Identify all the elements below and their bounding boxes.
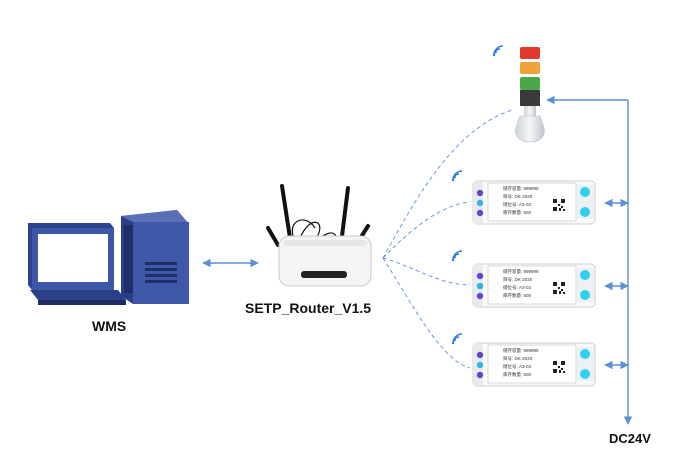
device-line: 储存容量: 999999 (503, 186, 539, 191)
computer-icon (28, 210, 189, 305)
tower-light-icon (515, 47, 545, 143)
router-label: SETP_Router_V1.5 (245, 300, 372, 316)
device-line: 储存容量: 999999 (503, 348, 539, 353)
shelf-label-device-icon (472, 180, 596, 225)
device-line: 储位号: A3-03 (503, 364, 532, 369)
wireless-links (382, 109, 513, 369)
device-line: 目号: DK-2020 (503, 277, 533, 282)
device-screen-text: 储存容量: 999999 目号: DK-2020 储位号: A3-03 库存数量… (503, 268, 539, 300)
shelf-label-device-icon (472, 342, 596, 387)
qr-code-icon (553, 199, 565, 211)
shelf-label-device-icon (472, 263, 596, 308)
qr-code-icon (553, 361, 565, 373)
device-screen-text: 储存容量: 999999 目号: DK-2020 储位号: A3-03 库存数量… (503, 347, 539, 379)
device-line: 库存数量: 500 (503, 293, 532, 298)
power-bus (546, 95, 633, 425)
wifi-icon (492, 45, 504, 57)
device-line: 储存容量: 999999 (503, 269, 539, 274)
power-label: DC24V (609, 431, 651, 446)
wifi-icon (451, 333, 463, 345)
device-line: 库存数量: 500 (503, 372, 532, 377)
device-line: 储位号: A3-03 (503, 202, 532, 207)
device-screen-text: 储存容量: 999999 目号: DK-2020 储位号: A3-03 库存数量… (503, 185, 539, 217)
device-line: 目号: DK-2020 (503, 356, 533, 361)
device-line: 库存数量: 500 (503, 210, 532, 215)
device-line: 储位号: A3-03 (503, 285, 532, 290)
router-icon (266, 184, 372, 287)
wifi-icon (451, 250, 463, 262)
qr-code-icon (553, 282, 565, 294)
wifi-icon (451, 170, 463, 182)
device-line: 目号: DK-2020 (503, 194, 533, 199)
wms-label: WMS (92, 318, 127, 334)
